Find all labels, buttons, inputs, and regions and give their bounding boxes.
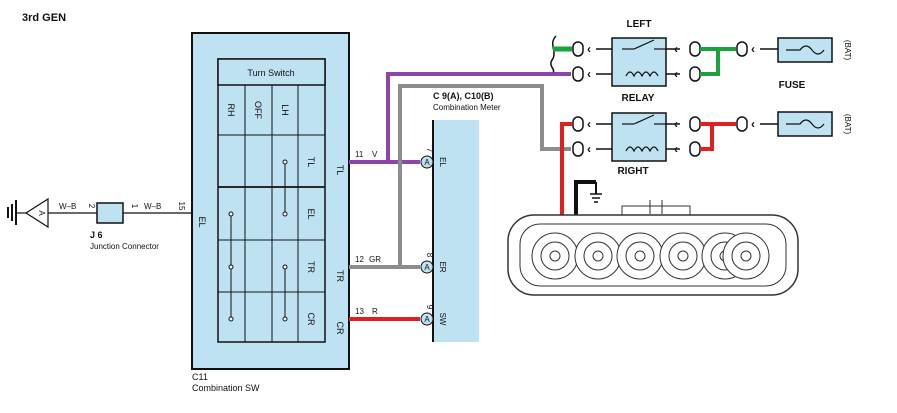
wire-cr: 13 R 9 A SW — [349, 305, 447, 326]
col-rh: RH — [226, 104, 236, 117]
chevron-left-icon: ‹ — [674, 67, 678, 81]
meter-name: C 9(A), C10(B) — [433, 91, 494, 101]
cr-meter-label: SW — [438, 313, 447, 326]
row-el: EL — [306, 208, 316, 219]
led-light-bar — [507, 200, 799, 296]
ext-tr-label: TR — [335, 270, 345, 282]
tl-pin: 11 — [355, 150, 364, 159]
led-2 — [574, 232, 622, 280]
chevron-left-icon: ‹ — [751, 42, 755, 56]
tr-connector-icon — [420, 260, 434, 274]
led-3 — [616, 232, 664, 280]
ground-junction: A W–B 2 1 W–B J 6 Junction Connector — [7, 197, 192, 251]
chevron-left-icon: ‹ — [587, 142, 591, 156]
col-off: OFF — [253, 101, 263, 119]
c11-label: Combination SW — [192, 383, 260, 393]
row-tl: TL — [306, 157, 316, 168]
diagram-title: 3rd GEN — [22, 12, 66, 24]
left-relay-box — [611, 37, 667, 87]
led-final — [722, 232, 770, 280]
tr-color: GR — [369, 255, 381, 264]
row-tr: TR — [306, 261, 316, 273]
tr-pin: 12 — [355, 255, 364, 264]
row-cr: CR — [306, 313, 316, 326]
relay-section: ‹ ‹ ‹ ‹ ‹ (BAT) LEFT RELAY FUSE ‹ ‹ — [550, 19, 852, 220]
right-label: RIGHT — [617, 166, 648, 177]
tl-conn: A — [424, 158, 430, 167]
combination-meter: C 9(A), C10(B) Combination Meter — [432, 91, 501, 342]
relay-label: RELAY — [622, 93, 655, 104]
ext-cr-label: CR — [335, 322, 345, 335]
left-label: LEFT — [627, 19, 652, 30]
junction-label: Junction Connector — [90, 242, 159, 251]
pin-15: 15 — [177, 202, 186, 211]
cr-connector-icon — [420, 312, 434, 326]
junction-pin-left: 2 — [87, 204, 96, 209]
fuse-icon — [786, 119, 825, 129]
junction-name: J 6 — [90, 230, 103, 240]
chevron-left-icon: ‹ — [751, 117, 755, 131]
tl-connector-icon — [420, 155, 434, 169]
fuse-label: FUSE — [779, 80, 806, 91]
meter-panel — [433, 120, 479, 342]
led-1 — [531, 232, 579, 280]
led-4 — [659, 232, 707, 280]
cr-color: R — [372, 307, 378, 316]
chevron-left-icon: ‹ — [674, 42, 678, 56]
turn-switch-label: Turn Switch — [247, 68, 294, 78]
coil-icon — [625, 71, 659, 78]
combination-switch: Turn Switch RH OFF LH TL EL TR CR TL TR … — [177, 32, 350, 393]
junction-connector-box — [96, 202, 124, 224]
junction-pin-right: 1 — [130, 204, 139, 209]
junction-wire-right: W–B — [144, 202, 161, 211]
bat-bottom: (BAT) — [843, 114, 852, 135]
bat-top: (BAT) — [843, 40, 852, 61]
ext-tl-label: TL — [335, 165, 345, 176]
chevron-left-icon: ‹ — [587, 42, 591, 56]
right-relay-box — [611, 112, 667, 162]
tr-conn: A — [424, 263, 430, 272]
cr-pin: 13 — [355, 307, 364, 316]
wire-tl: 11 V 7 A EL — [349, 72, 571, 169]
ground-label: A — [37, 210, 46, 216]
cr-conn: A — [424, 315, 430, 324]
meter-label: Combination Meter — [433, 103, 501, 112]
fuse-icon — [786, 45, 825, 55]
wire-tr: 12 GR 8 A ER — [349, 84, 571, 274]
cr-meter-pin: 9 — [425, 305, 434, 310]
tl-meter-pin: 7 — [425, 148, 434, 153]
coil-icon — [625, 146, 659, 153]
chevron-left-icon: ‹ — [674, 142, 678, 156]
tl-color: V — [372, 150, 378, 159]
chevron-left-icon: ‹ — [587, 67, 591, 81]
tr-meter-label: ER — [438, 261, 447, 272]
chevron-left-icon: ‹ — [587, 117, 591, 131]
c11-name: C11 — [192, 372, 208, 382]
junction-wire-left: W–B — [59, 202, 76, 211]
tl-meter-label: EL — [438, 157, 447, 167]
el-label: EL — [197, 216, 207, 227]
tr-meter-pin: 8 — [425, 253, 434, 258]
chevron-left-icon: ‹ — [674, 117, 678, 131]
col-lh: LH — [280, 104, 290, 116]
